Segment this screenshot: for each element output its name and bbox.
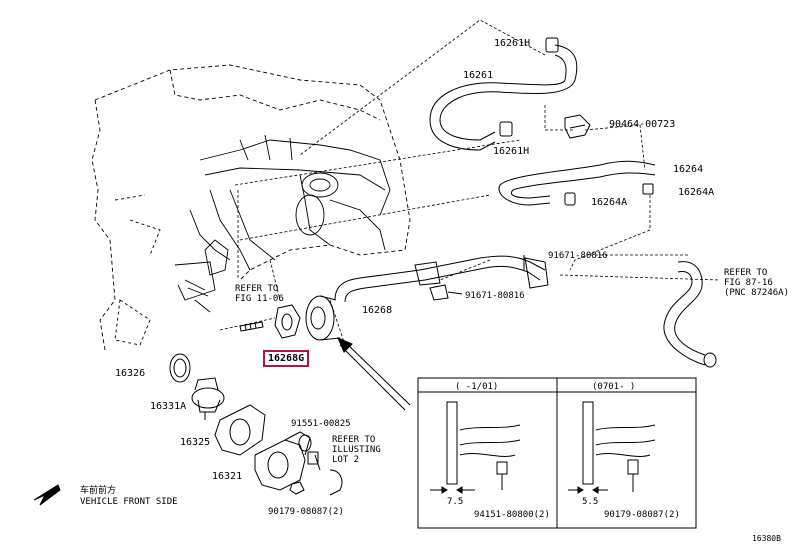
inset-left-header: ( -1/01): [455, 382, 499, 392]
hose-16261: [429, 37, 578, 151]
inset-frame: [417, 377, 697, 529]
ref-refer-lower: REFER TO ILLUSTING LOT 2: [332, 435, 381, 465]
inset-left-part: 94151-80800(2): [474, 510, 550, 520]
label-16331a: 16331A: [150, 401, 187, 412]
oring-16326: [169, 353, 191, 383]
inset-right-dim: 5.5: [582, 497, 599, 507]
label-16261h-top: 16261H: [494, 38, 531, 49]
label-16264a-left: 16264A: [591, 197, 628, 208]
detail-arrow: [337, 337, 411, 411]
label-16268: 16268: [362, 305, 393, 316]
gasket-16325: [214, 404, 266, 456]
label-16264a-right: 16264A: [678, 187, 715, 198]
stud-bolt: [239, 321, 264, 332]
label-16325: 16325: [180, 437, 211, 448]
label-90464: 90464-00723: [609, 119, 676, 130]
label-91671-upper: 91671-80816: [548, 251, 608, 261]
inset-right-part: 90179-08087(2): [604, 510, 680, 520]
legend-english: VEHICLE FRONT SIDE: [80, 497, 178, 507]
front-arrow-icon: [33, 484, 61, 506]
label-16264: 16264: [673, 164, 704, 175]
water-inlet-16321: [254, 431, 343, 496]
hose-fig87: [663, 261, 717, 368]
engine-block-outline: [91, 64, 411, 351]
bracket-91671: [429, 284, 463, 301]
ref-fig-11-06: REFER TO FIG 11-06: [235, 284, 284, 304]
inset-left-detail: [430, 401, 521, 494]
label-16326: 16326: [115, 368, 146, 379]
label-91671-lower: 91671-80816: [465, 291, 525, 301]
label-16268g-highlighted: 16268G: [263, 350, 310, 367]
bolt-91551: [307, 451, 319, 465]
nut-90179: [289, 481, 305, 495]
inset-right-detail: [568, 401, 656, 494]
inset-right-header: (0701- ): [592, 382, 636, 392]
water-outlet: [305, 295, 341, 341]
label-16261: 16261: [463, 70, 494, 81]
clamp-90464: [564, 114, 591, 139]
inset-left-dim: 7.5: [447, 497, 464, 507]
thermostat-16331a: [191, 377, 225, 420]
pipe-16268: [334, 255, 549, 303]
label-90179: 90179-08087(2): [268, 507, 344, 517]
label-91551: 91551-00825: [291, 419, 351, 429]
figure-id: 16380B: [752, 534, 781, 543]
label-16321: 16321: [212, 471, 243, 482]
hose-16264: [498, 160, 656, 206]
label-16261h-mid: 16261H: [493, 146, 530, 157]
ref-fig-87-16: REFER TO FIG 87-16 (PNC 87246A): [724, 268, 790, 298]
legend-chinese: 车前前方: [80, 486, 117, 496]
gasket-16268g: [274, 304, 301, 339]
